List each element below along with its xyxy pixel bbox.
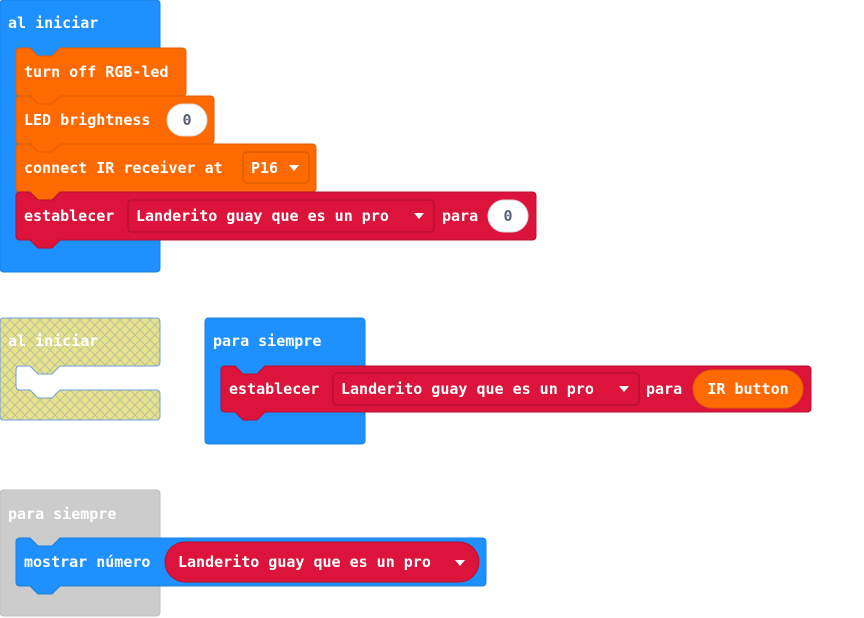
variable-reporter[interactable] (164, 541, 480, 583)
turn-off-rgb-block[interactable]: turn off RGB-led (15, 47, 187, 105)
caret-down-icon (455, 560, 465, 566)
set-variable-block-2[interactable]: establecer Landerito guay que es un pro … (220, 365, 812, 421)
ir-button-reporter[interactable] (692, 369, 804, 409)
ir-pin-value: P16 (251, 159, 278, 177)
disabled-forever-label: para siempre (8, 505, 116, 523)
on-start-label: al iniciar (8, 14, 98, 32)
variable-reporter-name: Landerito guay que es un pro (178, 553, 431, 571)
led-brightness-label: LED brightness (24, 111, 150, 129)
set-to-label: para (442, 207, 478, 225)
forever-label: para siempre (213, 332, 321, 350)
caret-down-icon (619, 386, 629, 392)
show-number-label: mostrar número (24, 553, 150, 571)
connect-ir-block[interactable]: connect IR receiver at P16 (15, 143, 317, 201)
turn-off-rgb-label: turn off RGB-led (24, 63, 169, 81)
ir-button-label: IR button (707, 380, 788, 398)
set-variable-block[interactable]: establecer Landerito guay que es un pro … (15, 191, 537, 249)
disabled-on-start-label: al iniciar (8, 332, 98, 350)
variable-dropdown[interactable] (332, 372, 640, 406)
ir-pin-dropdown[interactable] (242, 151, 310, 184)
set-to-label: para (646, 380, 682, 398)
caret-down-icon (289, 165, 299, 171)
led-brightness-block[interactable]: LED brightness 0 (15, 95, 215, 153)
show-number-block[interactable]: mostrar número Landerito guay que es un … (15, 537, 487, 595)
caret-down-icon (414, 213, 424, 219)
variable-name: Landerito guay que es un pro (136, 207, 389, 225)
set-label: establecer (229, 380, 319, 398)
disabled-on-start-block[interactable]: al iniciar (0, 317, 161, 421)
set-label: establecer (24, 207, 114, 225)
led-brightness-input[interactable] (166, 103, 208, 137)
variable-dropdown[interactable] (127, 199, 435, 233)
led-brightness-value: 0 (182, 111, 191, 129)
variable-name: Landerito guay que es un pro (341, 380, 594, 398)
set-value: 0 (503, 207, 512, 225)
set-value-input[interactable] (487, 199, 529, 233)
connect-ir-label: connect IR receiver at (24, 159, 223, 177)
